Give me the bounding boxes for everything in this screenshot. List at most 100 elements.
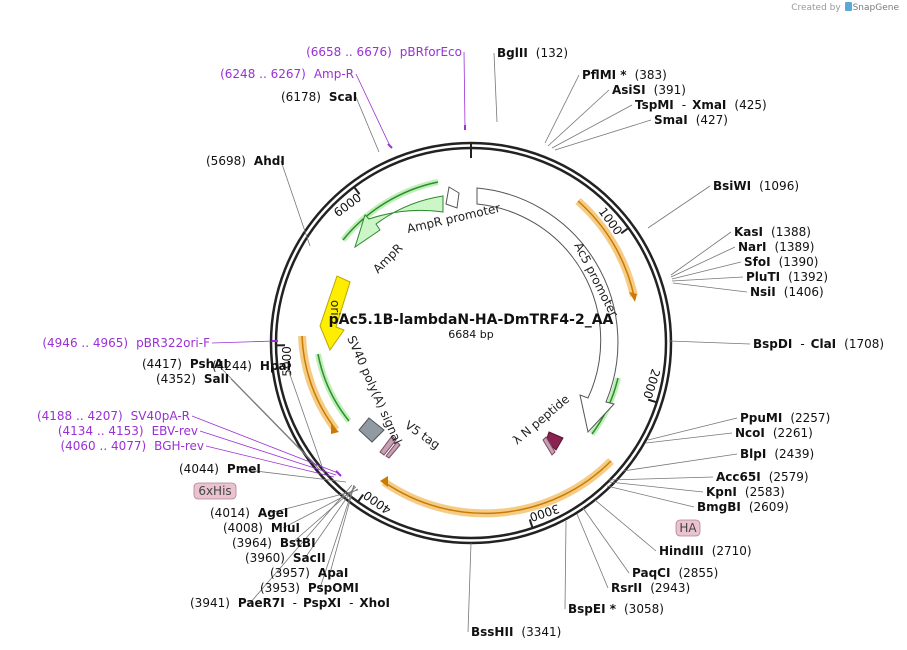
site-name: BmgBI (697, 500, 741, 514)
primer-sv40par: (4188 .. 4207)SV40pA-R (37, 409, 190, 423)
site-name: PpuMI (740, 411, 782, 425)
site-leader-line (671, 261, 742, 280)
site-label: (4044)PmeI (179, 462, 261, 476)
primer-range: (6248 .. 6267) (220, 67, 306, 81)
site-label: (3964)BstBI (232, 536, 316, 550)
site-position: (1392) (788, 270, 828, 284)
site-leader-line (668, 340, 751, 345)
site-position: (391) (654, 83, 686, 97)
site-leader-line (238, 468, 347, 483)
site-name: BssHII (471, 625, 513, 639)
site-nari: NarI(1389) (738, 240, 814, 254)
site-position: (1389) (775, 240, 815, 254)
site-label: BmgBI (2609) (697, 500, 789, 514)
site-position: (6178) (281, 90, 321, 104)
site-leader-line (329, 485, 355, 574)
site-leader-line (576, 513, 609, 589)
orf-arc-1-arrowhead (629, 292, 637, 302)
site-position: (5698) (206, 154, 246, 168)
primer-leader-line (205, 445, 335, 478)
site-bglii: BglII (132) (497, 46, 568, 60)
site-position: (1406) (784, 285, 824, 299)
site-leader-line (547, 89, 610, 147)
site-separator: - (293, 596, 297, 610)
site-name: BglII (497, 46, 528, 60)
site-kpni: KpnI(2583) (706, 485, 785, 499)
site-leader-line (608, 476, 714, 481)
site-leader-line (582, 507, 630, 574)
site-label: BglII (132) (497, 46, 568, 60)
site-position: (1388) (771, 225, 811, 239)
site-leader-line (249, 484, 353, 604)
site-leader-line (647, 185, 711, 229)
site-position: (2609) (749, 500, 789, 514)
orf-arc-2-arrowhead (380, 476, 388, 487)
orf-arc-3-halo (298, 335, 340, 433)
site-label: (3957)ApaI (270, 566, 348, 580)
primer-name: EBV-rev (152, 424, 198, 438)
site-position: (4014) (210, 506, 250, 520)
site-nsii: NsiI(1406) (750, 285, 824, 299)
primer-name: BGH-rev (154, 439, 204, 453)
site-separator: - (682, 98, 686, 112)
site-name: KasI (734, 225, 763, 239)
site-position: (2579) (769, 470, 809, 484)
primer-label: (6658 .. 6676)pBRforEco (306, 45, 462, 59)
primer-range: (4134 .. 4153) (58, 424, 144, 438)
tick-mark (647, 398, 658, 404)
site-blpi: BlpI (2439) (740, 447, 814, 461)
site-ppumi: PpuMI(2257) (740, 411, 830, 425)
site-mlui: (4008)MluI (223, 521, 300, 535)
primer-name: pBR322ori-F (136, 336, 210, 350)
site-label: AsiSI(391) (612, 83, 686, 97)
site-name: PflMI * (582, 68, 627, 82)
tick-mark (620, 227, 630, 235)
site-leader-line (647, 417, 738, 441)
site-apai: (3957)ApaI (270, 566, 348, 580)
primer-bghrev: (4060 .. 4077)BGH-rev (60, 439, 204, 453)
v5-tag-mark (379, 435, 397, 456)
site-separator: - (800, 337, 804, 351)
site-name: ScaI (329, 90, 357, 104)
ha-box-label: HA (679, 521, 697, 535)
site-label: PaqCI(2855) (632, 566, 718, 580)
site-acc65i: Acc65I(2579) (716, 470, 809, 484)
site-position: (383) (635, 68, 667, 82)
site-sali: (4352)SalI (156, 372, 229, 386)
site-name: RsrII (611, 581, 642, 595)
site-name: SmaI (654, 113, 688, 127)
site-leader-line (319, 484, 355, 589)
site-name: SacII (293, 551, 326, 565)
ac5-promoter-arrow (476, 187, 619, 434)
site-scai: (6178) ScaI (281, 90, 357, 104)
site-position: (132) (536, 46, 568, 60)
primer-labels: (6658 .. 6676)pBRforEco(6248 .. 6267) Amp… (37, 45, 462, 453)
site-rsrii: RsrII(2943) (611, 581, 690, 595)
site-leader-line (493, 52, 498, 123)
site-name: PaqCI (632, 566, 670, 580)
site-sacii: (3960)SacII (245, 551, 326, 565)
ac5-promoter-label: Ac5 promoter (571, 240, 621, 319)
site-label: (4014)AgeI (210, 506, 288, 520)
site-position: (2439) (774, 447, 814, 461)
site-leader-line (467, 542, 472, 633)
primer-range: (6658 .. 6676) (306, 45, 392, 59)
site-leader-line (670, 246, 736, 278)
site-bmgbi: BmgBI (2609) (697, 500, 789, 514)
site-position: (4417) (142, 357, 182, 371)
site-bspei: BspEI *(3058) (568, 602, 664, 616)
snapgene-credit: Created by SnapGene (791, 2, 899, 13)
site-leader-line (671, 276, 744, 282)
primer-leader-line (463, 51, 466, 128)
primer-pbrforeco: (6658 .. 6676)pBRforEco (306, 45, 462, 59)
site-position: (425) (734, 98, 766, 112)
site-name: BlpI (740, 447, 766, 461)
site-leader-line (286, 365, 326, 476)
tick-mark (528, 519, 534, 529)
primer-label: (4188 .. 4207)SV40pA-R (37, 409, 190, 423)
site-label: Acc65I(2579) (716, 470, 809, 484)
site-label: PpuMI(2257) (740, 411, 830, 425)
credit-brand: SnapGene (852, 3, 899, 13)
site-name: PluTI (746, 270, 780, 284)
primer-name: Amp-R (314, 67, 354, 81)
